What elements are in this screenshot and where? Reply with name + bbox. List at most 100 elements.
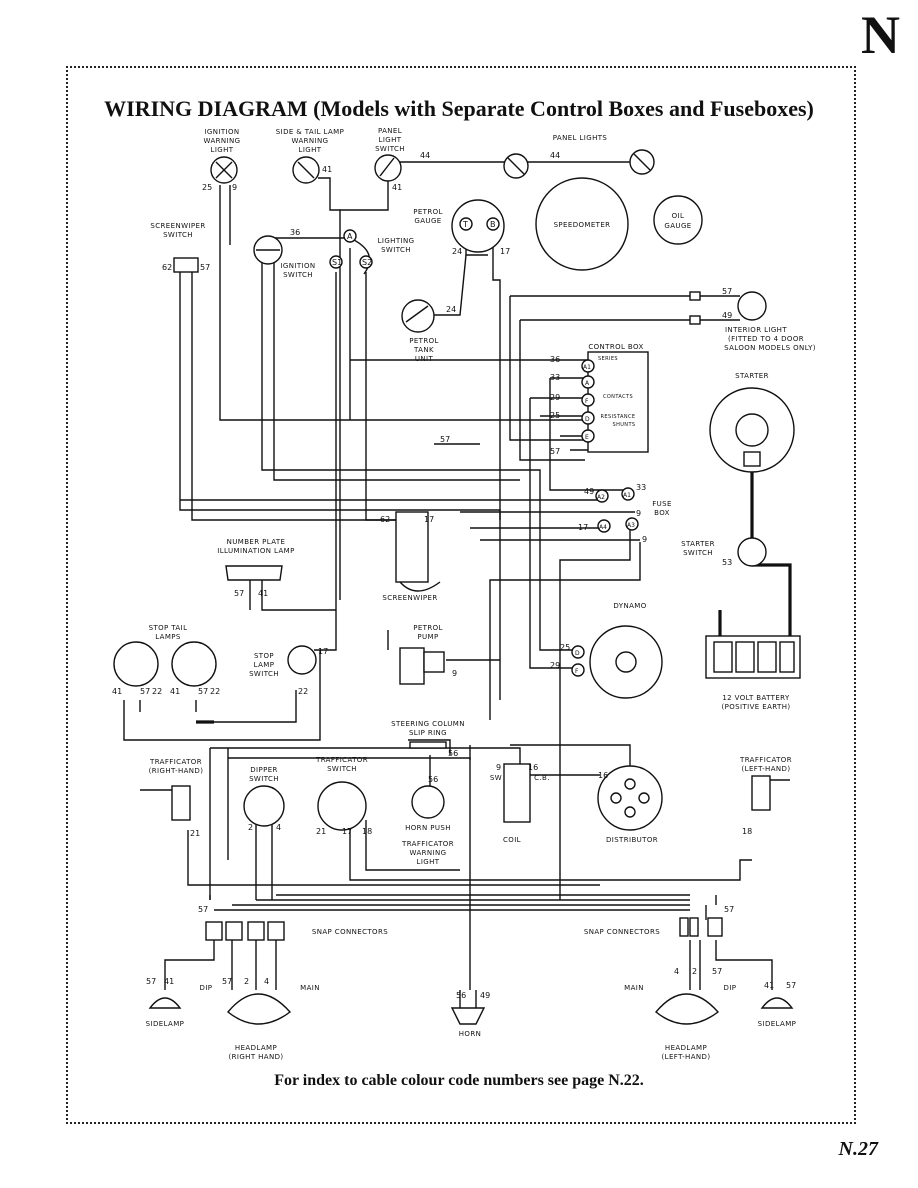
side-tail-warning-light: SIDE & TAIL LAMP WARNING LIGHT [276,128,344,184]
stop-tail-lamps: STOP TAIL LAMPS [113,624,217,687]
svg-text:CONTACTS: CONTACTS [603,394,633,400]
headlamp-left-hand: MAIN DIP HEADLAMP (LEFT-HAND) [624,984,736,1061]
svg-text:PANEL LIGHTS: PANEL LIGHTS [553,134,608,142]
svg-text:17: 17 [342,827,352,836]
battery: 12 VOLT BATTERY (POSITIVE EARTH) [705,635,801,711]
svg-text:SERIES: SERIES [598,356,618,362]
svg-text:4: 4 [674,967,679,976]
svg-text:SWITCH: SWITCH [163,231,193,239]
svg-text:B: B [490,220,496,229]
cable-numbers: 44 44 41 41 36 25 9 62 57 24 24 17 57 49… [112,151,796,1000]
svg-text:24: 24 [452,247,462,256]
svg-text:(POSITIVE EARTH): (POSITIVE EARTH) [722,703,791,711]
oil-gauge: OIL GAUGE [653,195,703,245]
svg-text:HEADLAMP: HEADLAMP [235,1044,277,1052]
svg-text:SPEEDOMETER: SPEEDOMETER [554,221,611,229]
dipper-switch: DIPPER SWITCH [243,766,285,827]
svg-text:SIDE & TAIL LAMP: SIDE & TAIL LAMP [276,128,344,136]
svg-text:21: 21 [190,829,200,838]
svg-text:9: 9 [452,669,457,678]
svg-text:49: 49 [480,991,490,1000]
svg-text:S2: S2 [362,258,372,267]
svg-text:44: 44 [420,151,430,160]
svg-text:LIGHT: LIGHT [211,146,234,154]
svg-text:FUSE: FUSE [652,500,672,508]
svg-text:33: 33 [550,373,560,382]
svg-text:DYNAMO: DYNAMO [613,602,646,610]
svg-text:TRAFFICATOR: TRAFFICATOR [149,758,202,766]
svg-text:COIL: COIL [503,836,521,844]
interior-light: INTERIOR LIGHT (FITTED TO 4 DOOR SALOON … [689,291,816,352]
svg-text:SALOON MODELS ONLY): SALOON MODELS ONLY) [724,344,816,352]
section-letter: N [861,5,900,65]
svg-text:41: 41 [258,589,268,598]
svg-text:57: 57 [786,981,796,990]
svg-text:57: 57 [722,287,732,296]
svg-text:57: 57 [550,447,560,456]
svg-text:2: 2 [248,823,253,832]
svg-text:25: 25 [550,411,560,420]
svg-text:57: 57 [222,977,232,986]
svg-text:22: 22 [152,687,162,696]
svg-text:17: 17 [578,523,588,532]
svg-text:16: 16 [598,771,608,780]
trafficator-right-hand: TRAFFICATOR (RIGHT-HAND) [140,758,203,821]
svg-text:36: 36 [550,355,560,364]
svg-text:(FITTED TO 4 DOOR: (FITTED TO 4 DOOR [728,335,804,343]
svg-text:MAIN: MAIN [624,984,644,992]
svg-text:NUMBER PLATE: NUMBER PLATE [227,538,286,546]
svg-text:TRAFFICATOR: TRAFFICATOR [315,756,368,764]
page-number: N.27 [838,1138,878,1160]
svg-text:57: 57 [200,263,210,272]
svg-text:9: 9 [636,509,641,518]
svg-text:HEADLAMP: HEADLAMP [665,1044,707,1052]
petrol-pump: PETROL PUMP [399,624,445,685]
svg-text:DIP: DIP [200,984,213,992]
ignition-switch: IGNITION SWITCH [253,235,315,279]
horn: HORN [450,1007,486,1038]
number-plate-lamp: NUMBER PLATE ILLUMINATION LAMP [217,538,294,581]
svg-text:PETROL: PETROL [409,337,439,345]
distributor: DISTRIBUTOR [597,765,663,844]
svg-text:56: 56 [428,775,438,784]
svg-text:56: 56 [448,749,458,758]
svg-text:GAUGE: GAUGE [414,217,441,225]
svg-text:DIPPER: DIPPER [250,766,278,774]
ignition-warning-light: IGNITION WARNING LIGHT [204,128,241,184]
starter-switch: STARTER SWITCH [681,537,767,567]
svg-text:TRAFFICATOR: TRAFFICATOR [739,756,792,764]
lighting-switch: A S1 S2 LIGHTING SWITCH [329,229,414,275]
svg-text:WARNING: WARNING [204,137,241,145]
svg-text:41: 41 [322,165,332,174]
svg-text:SWITCH: SWITCH [249,775,279,783]
svg-text:DIP: DIP [724,984,737,992]
svg-text:62: 62 [380,515,390,524]
snap-connectors-right: SNAP CONNECTORS [584,917,723,937]
svg-text:E: E [585,434,589,441]
svg-text:LAMP: LAMP [254,661,275,669]
svg-text:SLIP RING: SLIP RING [409,729,447,737]
svg-text:WARNING: WARNING [292,137,329,145]
svg-text:IGNITION: IGNITION [280,262,315,270]
panel-lights: PANEL LIGHTS [503,134,655,179]
wiring-harness [123,161,792,1008]
footer-note: For index to cable colour code numbers s… [274,1072,644,1089]
svg-text:TRAFFICATOR: TRAFFICATOR [401,840,454,848]
trafficator-switch: TRAFFICATOR SWITCH [315,756,368,831]
svg-text:GAUGE: GAUGE [664,222,691,230]
svg-text:BOX: BOX [654,509,670,517]
svg-text:A1: A1 [583,364,591,371]
svg-text:SNAP CONNECTORS: SNAP CONNECTORS [584,928,660,936]
svg-text:57: 57 [198,687,208,696]
steering-column-slip-ring: STEERING COLUMN SLIP RING [391,720,464,749]
svg-text:57: 57 [234,589,244,598]
svg-text:HORN PUSH: HORN PUSH [405,824,451,832]
svg-text:53: 53 [722,558,732,567]
svg-text:21: 21 [316,827,326,836]
svg-text:36: 36 [290,228,300,237]
trafficator-warning-light: TRAFFICATOR WARNING LIGHT [401,840,454,866]
svg-text:STOP: STOP [254,652,274,660]
svg-text:LIGHT: LIGHT [379,136,402,144]
svg-text:12 VOLT BATTERY: 12 VOLT BATTERY [722,694,790,702]
